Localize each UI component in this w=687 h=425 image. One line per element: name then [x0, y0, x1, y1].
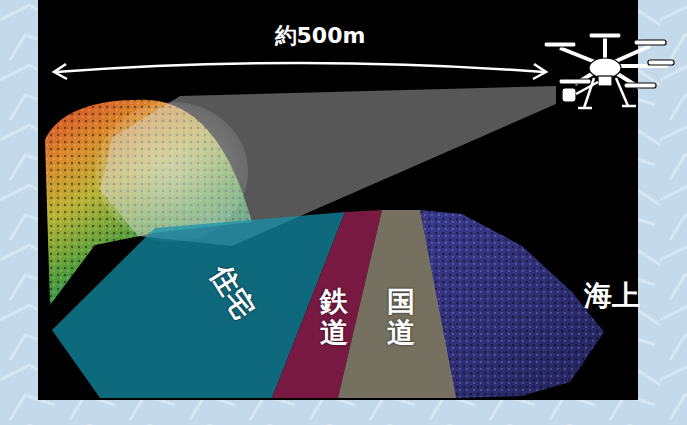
band-label: 国道: [387, 287, 415, 349]
area-label: 海上: [584, 281, 612, 312]
band-fill: [338, 210, 456, 398]
distance-dimension: 約500m: [275, 21, 366, 51]
band-label: 鉄道: [320, 287, 348, 349]
road-band: 国道: [338, 210, 456, 398]
